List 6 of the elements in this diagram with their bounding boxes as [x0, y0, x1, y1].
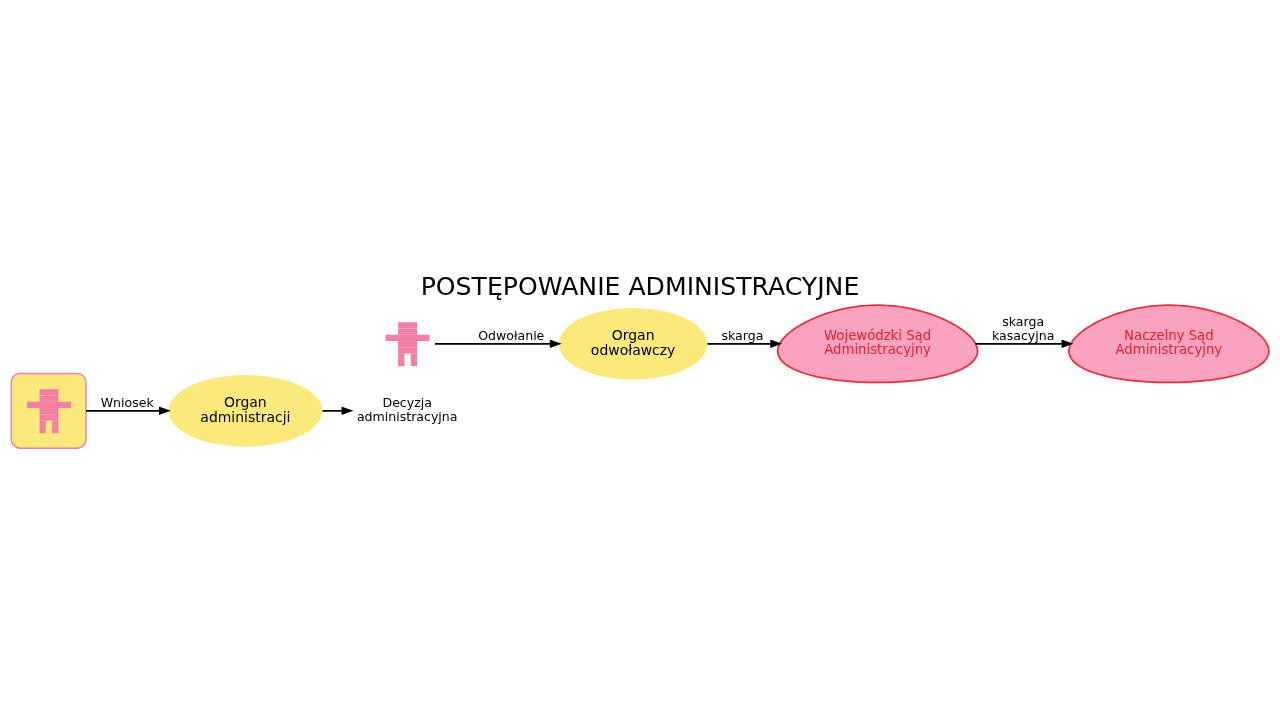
edge-label: skarga kasacyjna	[992, 313, 1055, 343]
edge-label: Odwołanie	[478, 327, 545, 343]
edge-label: Wniosek	[100, 394, 154, 410]
diagram-title: POSTĘPOWANIE ADMINISTRACYJNE	[420, 271, 860, 301]
node-text: Decyzja administracyjna	[356, 394, 458, 424]
edge-label: skarga	[721, 327, 764, 343]
